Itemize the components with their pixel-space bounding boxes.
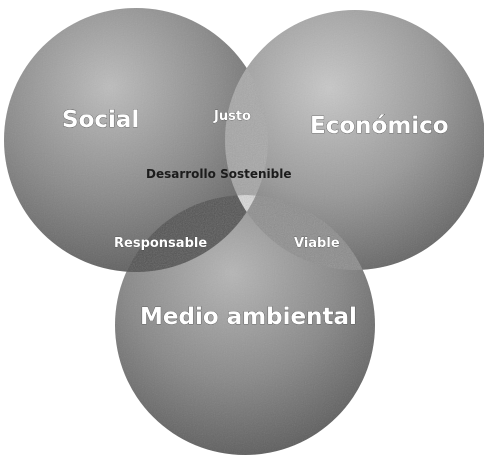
label-responsable: Responsable	[114, 236, 207, 251]
label-economico: Económico	[310, 113, 449, 139]
label-desarrollo-sostenible: Desarrollo Sostenible	[146, 167, 291, 181]
label-justo: Justo	[213, 109, 251, 124]
label-medio-ambiental: Medio ambiental	[140, 304, 357, 330]
label-social: Social	[62, 107, 139, 133]
label-viable: Viable	[294, 236, 340, 251]
